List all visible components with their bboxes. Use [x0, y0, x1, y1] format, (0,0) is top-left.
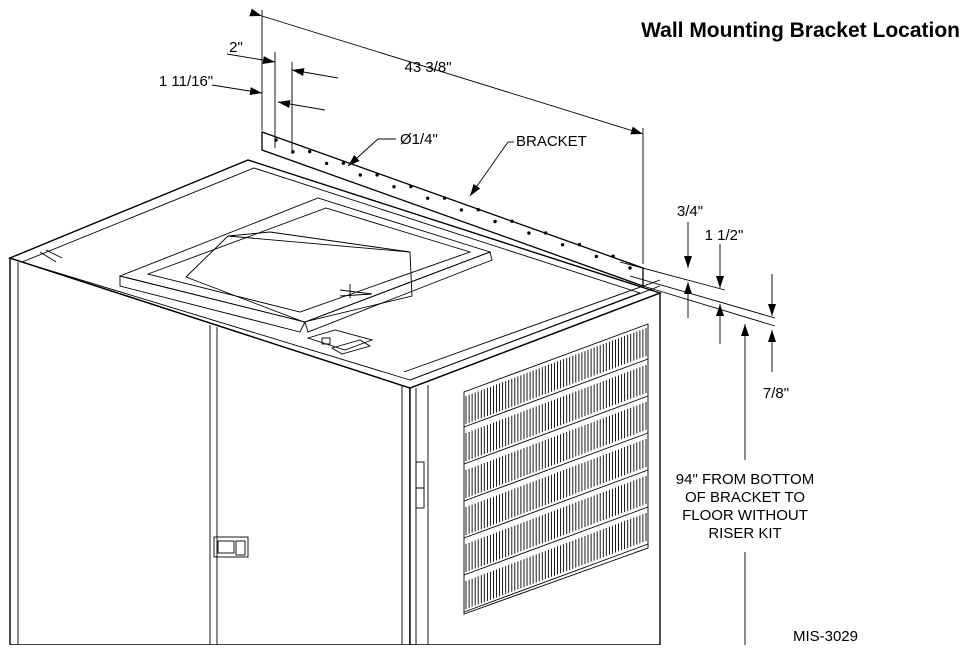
side-louvers	[463, 323, 649, 615]
bracket-bottom-label: 7/8"	[763, 385, 789, 402]
bracket-hole	[442, 196, 447, 200]
diagram-title: Wall Mounting Bracket Location	[641, 19, 960, 42]
bracket-hole	[527, 231, 531, 235]
bracket-hole	[493, 219, 497, 224]
floor-note-line1: 94" FROM BOTTOM	[676, 471, 814, 488]
floor-note-line2: OF BRACKET TO	[685, 489, 805, 506]
bracket-hole	[392, 185, 396, 189]
hinge-lower	[415, 487, 425, 509]
hole-diameter-callout: Ø1/4"	[347, 131, 438, 167]
bracket-hole	[375, 173, 379, 177]
dimension-first-hole: 2"	[226, 39, 339, 154]
bracket-hole	[577, 242, 582, 247]
hole-row-top-label: 3/4"	[677, 203, 703, 220]
bracket-hole	[560, 243, 565, 247]
bracket-hole	[426, 196, 430, 200]
dimension-overall-length: 43 3/8"	[249, 8, 644, 264]
floor-note-line4: RISER KIT	[708, 525, 781, 542]
cabinet-top	[7, 159, 663, 389]
dimension-second-hole: 1 11/16"	[159, 73, 326, 111]
bracket-hole	[409, 184, 413, 189]
bracket-hole	[358, 173, 362, 177]
bracket-hole	[510, 219, 514, 223]
bracket-label: BRACKET	[516, 133, 587, 150]
bracket-callout: BRACKET	[469, 133, 587, 197]
bracket-hole	[594, 254, 598, 259]
second-hole-offset-label: 1 11/16"	[159, 73, 213, 90]
bracket-hole	[611, 254, 615, 258]
bracket-hole	[459, 208, 464, 212]
bracket-hole	[476, 208, 480, 212]
top-opening	[118, 197, 493, 355]
cabinet	[7, 159, 663, 646]
drawing-number: MIS-3029	[793, 628, 858, 645]
bracket-hole	[544, 231, 548, 235]
floor-dimension: 94" FROM BOTTOM OF BRACKET TO FLOOR WITH…	[676, 324, 814, 645]
floor-note-line3: FLOOR WITHOUT	[682, 507, 808, 524]
overall-length-label: 43 3/8"	[404, 59, 451, 76]
bracket-hole	[341, 161, 346, 165]
dimension-hole-rows: 3/4" 1 1/2" 7/8"	[619, 203, 789, 402]
first-hole-offset-label: 2"	[229, 39, 243, 56]
hole-diameter-label: Ø1/4"	[400, 131, 438, 148]
bracket-hole	[628, 266, 632, 270]
hole-row-spacing-label: 1 1/2"	[705, 227, 744, 244]
door-handle	[213, 536, 249, 558]
bracket-hole	[324, 161, 329, 166]
bracket-hole	[308, 149, 312, 154]
